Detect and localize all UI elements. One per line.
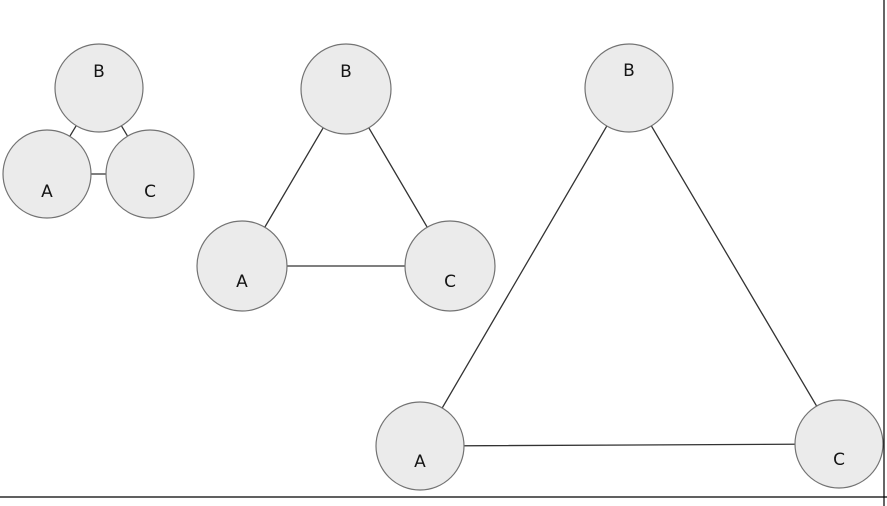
node-label-large-c: C — [833, 450, 845, 470]
node-small-a[interactable] — [2, 129, 92, 219]
node-label-small-b: B — [93, 62, 105, 82]
node-label-small-a: A — [41, 182, 53, 202]
node-small-b[interactable] — [54, 43, 144, 133]
node-label-medium-c: C — [444, 272, 456, 292]
edge-large-a-c[interactable] — [419, 443, 840, 447]
node-label-large-b: B — [623, 61, 635, 81]
nodes-layer — [2, 43, 884, 491]
labels-layer: A B C A B C A B C — [41, 61, 845, 472]
node-large-a[interactable] — [375, 401, 465, 491]
node-label-small-c: C — [144, 182, 156, 202]
node-label-large-a: A — [414, 452, 426, 472]
node-medium-c[interactable] — [404, 220, 496, 312]
node-large-c[interactable] — [794, 399, 884, 489]
node-large-b[interactable] — [584, 43, 674, 133]
node-label-medium-b: B — [340, 62, 352, 82]
node-medium-b[interactable] — [300, 43, 392, 135]
node-small-c[interactable] — [105, 129, 195, 219]
edge-large-a-b[interactable] — [419, 87, 630, 447]
node-label-medium-a: A — [236, 272, 248, 292]
node-medium-a[interactable] — [196, 220, 288, 312]
edge-large-b-c[interactable] — [628, 87, 840, 445]
